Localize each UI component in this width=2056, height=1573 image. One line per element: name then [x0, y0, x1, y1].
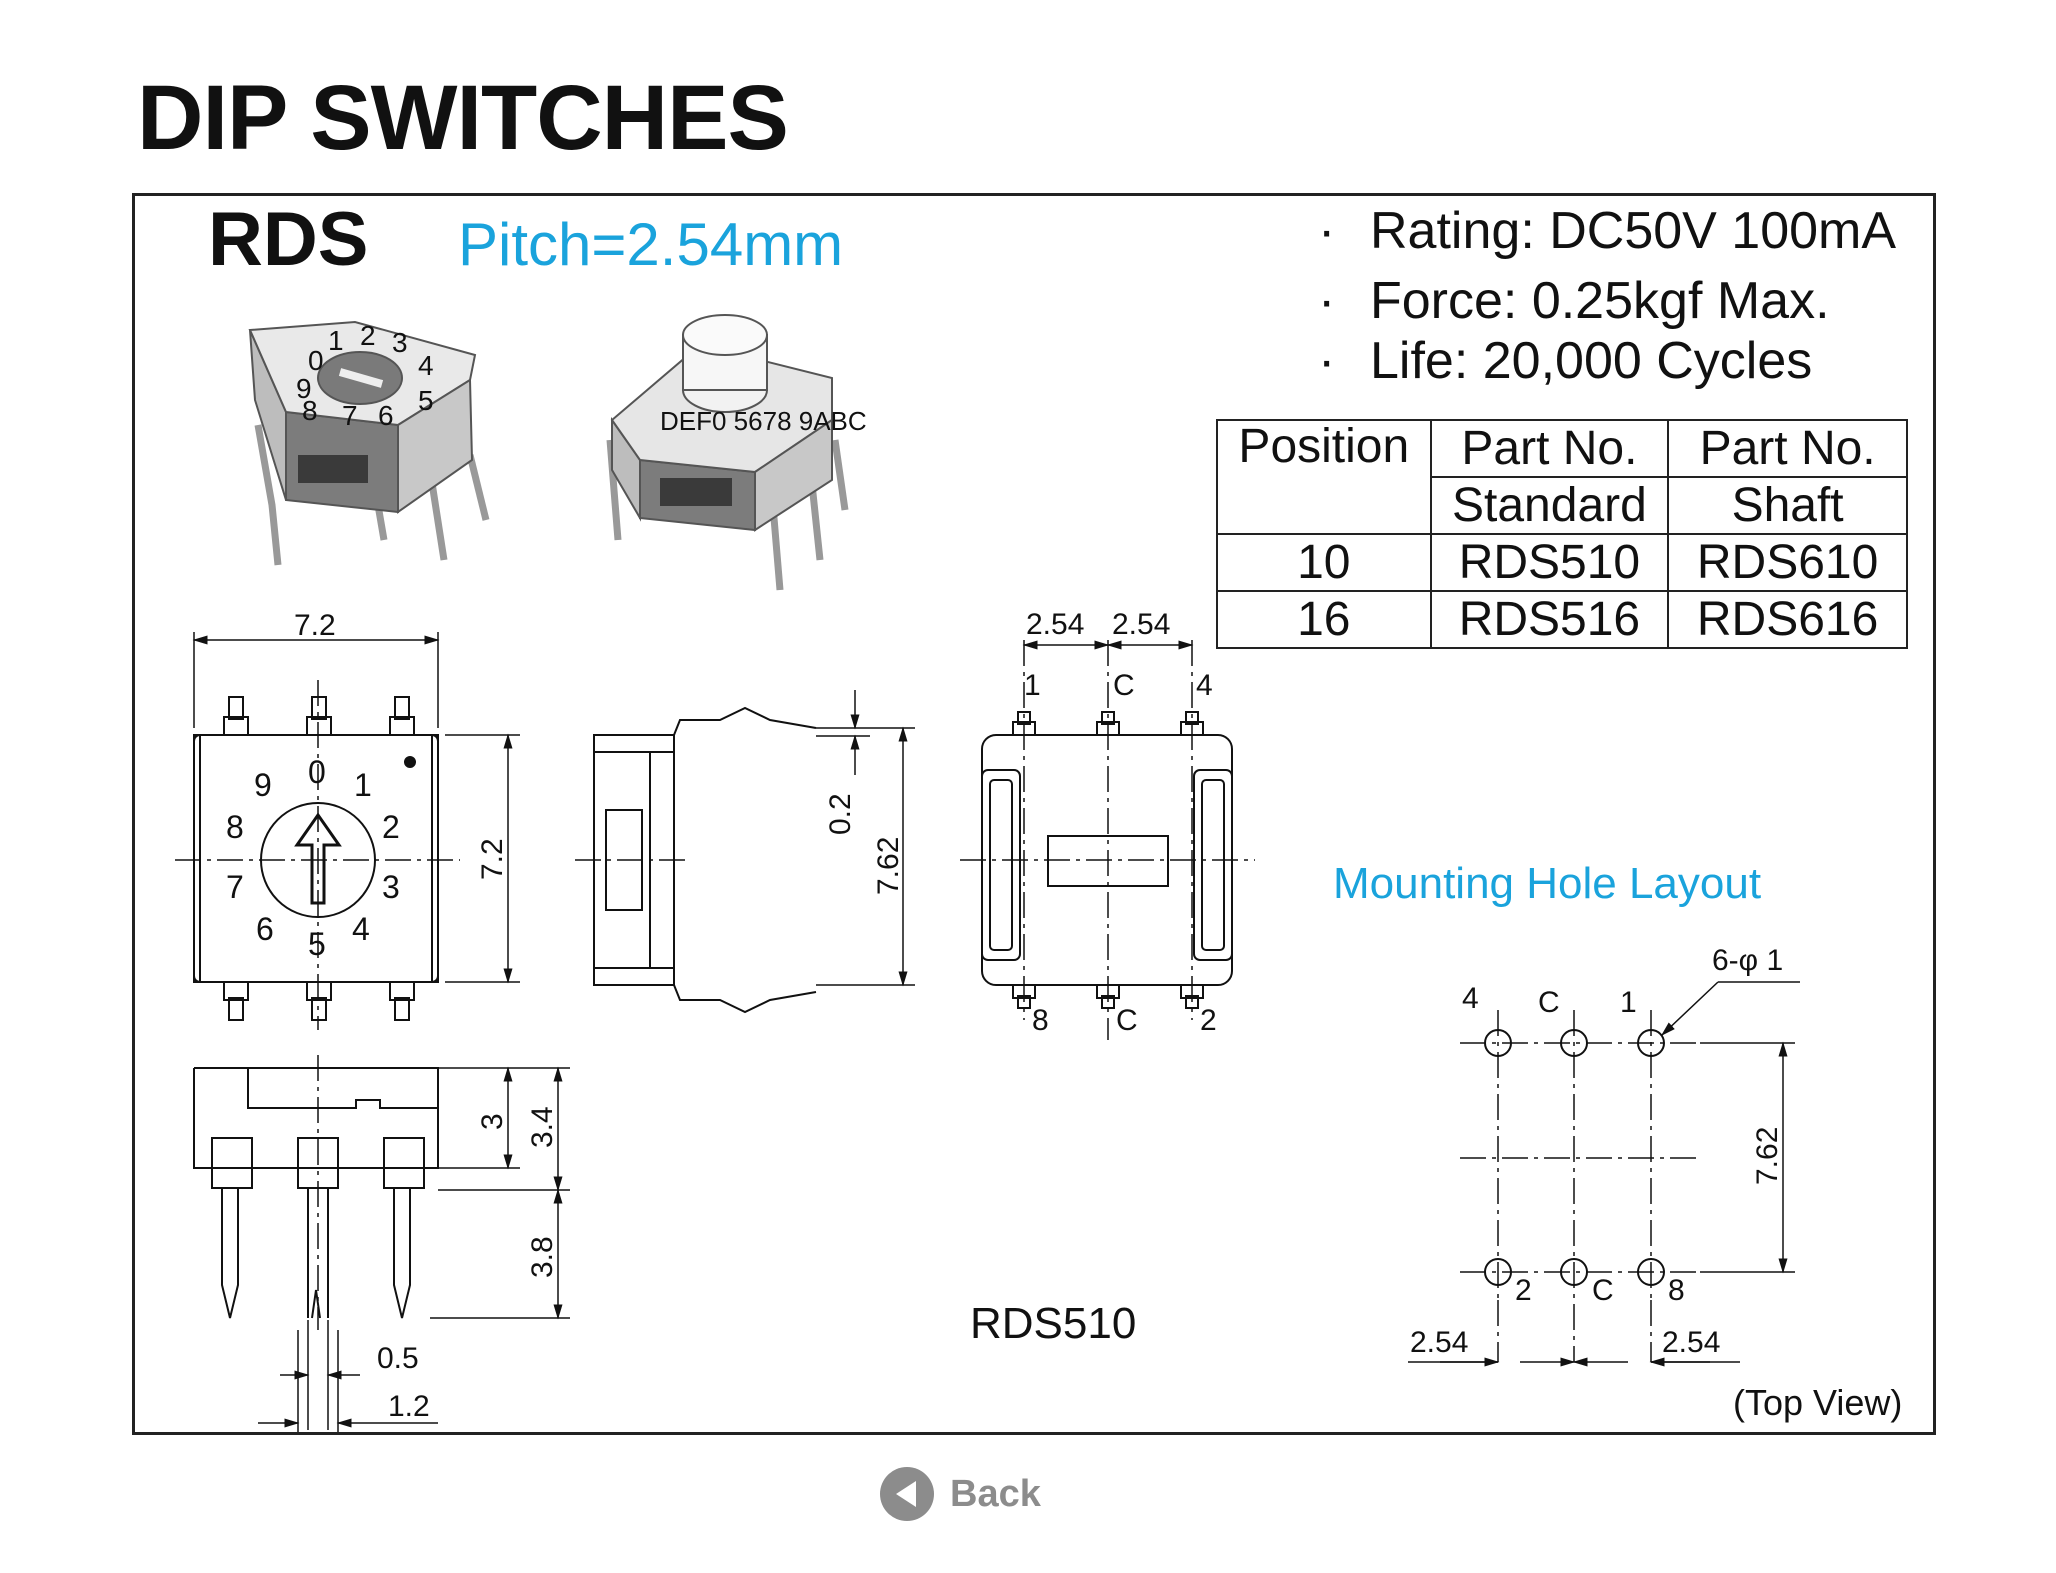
- model-caption: RDS510: [970, 1299, 1137, 1348]
- photo-dial-digit: 0: [308, 345, 324, 376]
- cell-shaft: RDS616: [1667, 590, 1908, 649]
- dial-digit: 7: [226, 869, 244, 905]
- dim-gap: 0.2: [824, 793, 857, 835]
- dim-lead-span: 7.62: [872, 837, 905, 895]
- table-row: 10 RDS510 RDS610: [1216, 533, 1908, 592]
- dial-digit: 9: [254, 767, 272, 803]
- cell-standard: RDS516: [1429, 590, 1670, 649]
- subheader-standard: Standard: [1429, 476, 1670, 535]
- dim-hole-pitch-left: 2.54: [1410, 1326, 1468, 1359]
- photo-dial-digit: 5: [418, 385, 434, 416]
- side-view-drawing: [575, 690, 915, 1014]
- table-subheader-row: Standard Shaft: [1217, 476, 1908, 535]
- subheader-shaft: Shaft: [1667, 476, 1908, 535]
- dim-lead-length: 3.8: [526, 1236, 559, 1278]
- dial-digit: 4: [352, 911, 370, 947]
- product-frame: [132, 193, 1936, 1435]
- model-heading: RDS: [208, 197, 369, 282]
- spec-text: Life: 20,000 Cycles: [1370, 332, 1813, 390]
- dial-digit: 0: [308, 754, 326, 790]
- mounting-title: Mounting Hole Layout: [1333, 859, 1762, 908]
- photo-dial-digit: 2: [360, 320, 376, 351]
- photo-shaft-dial-text: DEF0 5678 9ABC: [660, 406, 867, 436]
- dim-hole-pitch-right: 2.54: [1662, 1326, 1720, 1359]
- mounting-hole-drawing: [1408, 981, 1800, 1367]
- pin-label: C: [1116, 1004, 1138, 1037]
- pitch-label: Pitch=2.54mm: [458, 211, 844, 278]
- back-button[interactable]: Back: [880, 1467, 1041, 1521]
- photo-dial-digit: 4: [418, 350, 434, 381]
- dial-digit: 1: [354, 767, 372, 803]
- bullet: ·: [1318, 202, 1336, 260]
- dim-row-spacing: 7.62: [1751, 1127, 1784, 1185]
- dim-pitch-left: 2.54: [1026, 608, 1084, 641]
- pin-label: 4: [1196, 669, 1213, 702]
- photo-dial-digit: 6: [378, 400, 394, 431]
- bullet: ·: [1318, 332, 1336, 390]
- header-part-standard: Part No.: [1429, 419, 1670, 478]
- photo-dial-digit: 1: [328, 325, 344, 356]
- dial-digit: 2: [382, 809, 400, 845]
- dim-lead-width: 1.2: [388, 1390, 430, 1423]
- pin-view-drawing: [960, 640, 1255, 1040]
- photo-standard-dial-text: 0 1 2 3 4 5 6 7 8 9: [296, 320, 434, 431]
- parts-table: Position Part No. Part No. Standard Shaf…: [1216, 419, 1908, 649]
- hole-pin-label: C: [1538, 986, 1560, 1019]
- header-part-shaft: Part No.: [1667, 419, 1908, 478]
- pin-label: 8: [1032, 1004, 1049, 1037]
- photo-dial-digit: 8: [302, 395, 318, 426]
- hole-pin-label: C: [1592, 1274, 1614, 1307]
- photo-shaft-switch: [606, 314, 849, 591]
- table-row: 16 RDS516 RDS616: [1216, 590, 1908, 649]
- spec-text: Force: 0.25kgf Max.: [1370, 272, 1830, 330]
- header-position: Position: [1216, 419, 1432, 535]
- back-arrow-icon: [880, 1467, 934, 1521]
- dim-lead-thickness: 0.5: [377, 1342, 419, 1375]
- hole-pin-label: 8: [1668, 1274, 1685, 1307]
- dim-body-upper: 3: [476, 1113, 509, 1130]
- top-view-dial-numbers: 0 1 2 3 4 5 6 7 8 9: [226, 754, 400, 962]
- dim-height: 7.2: [476, 838, 509, 880]
- pin-label: 2: [1200, 1004, 1217, 1037]
- hole-pin-label: 1: [1620, 986, 1637, 1019]
- pin-label: 1: [1024, 669, 1041, 702]
- cell-position: 16: [1216, 590, 1432, 649]
- pin-label: C: [1113, 669, 1135, 702]
- cell-standard: RDS510: [1429, 533, 1670, 592]
- table-header-row: Position Part No. Part No.: [1216, 419, 1908, 535]
- dial-digit: 8: [226, 809, 244, 845]
- spec-text: Rating: DC50V 100mA: [1370, 202, 1897, 260]
- view-note: (Top View): [1733, 1382, 1903, 1423]
- dim-pitch-right: 2.54: [1112, 608, 1170, 641]
- photo-standard-switch: [248, 320, 490, 566]
- photo-dial-digit: 7: [342, 400, 358, 431]
- dim-body-total: 3.4: [526, 1106, 559, 1148]
- front-view-drawing: [193, 1055, 570, 1432]
- dial-digit: 5: [308, 926, 326, 962]
- photo-dial-digit: 3: [392, 327, 408, 358]
- cell-shaft: RDS610: [1667, 533, 1908, 592]
- back-label: Back: [950, 1472, 1041, 1515]
- hole-pin-label: 4: [1462, 982, 1479, 1015]
- dim-width: 7.2: [294, 609, 336, 642]
- dial-digit: 6: [256, 911, 274, 947]
- bullet: ·: [1318, 272, 1336, 330]
- photo-dial-digit: 9: [296, 373, 312, 404]
- hole-spec: 6-φ 1: [1712, 944, 1783, 977]
- cell-position: 10: [1216, 533, 1432, 592]
- hole-pin-label: 2: [1515, 1274, 1532, 1307]
- top-view-drawing: [175, 632, 520, 1030]
- dial-digit: 3: [382, 869, 400, 905]
- page-title: DIP SWITCHES: [137, 67, 789, 169]
